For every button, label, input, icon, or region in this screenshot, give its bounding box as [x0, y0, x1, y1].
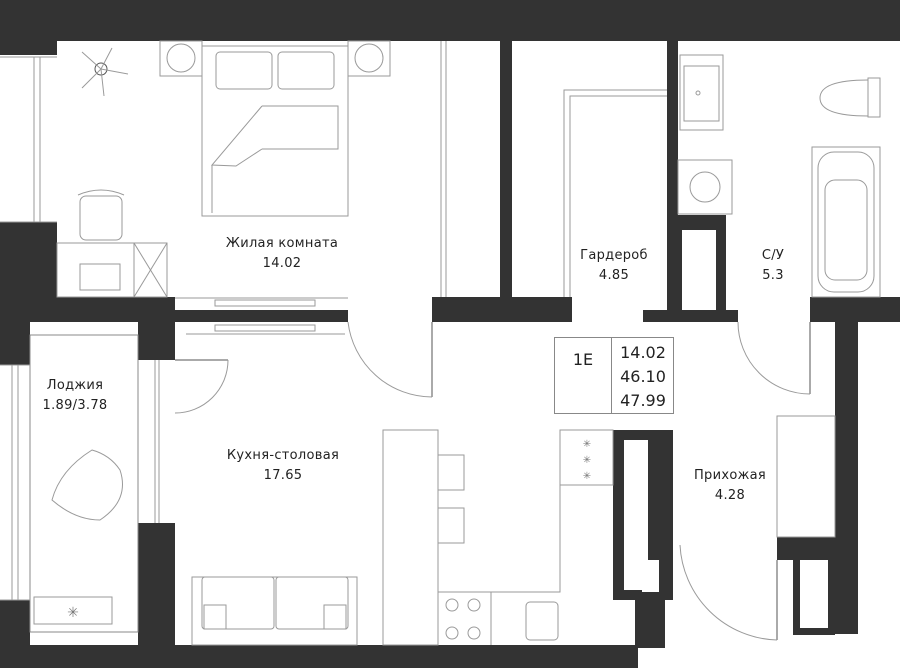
svg-text:✳: ✳: [583, 455, 591, 466]
room-name: Лоджия: [46, 378, 104, 393]
sofa: [191, 576, 358, 646]
room-area: 5.3: [762, 268, 784, 283]
room-label-hallway: Прихожая 4.28: [694, 466, 766, 506]
room-area: 1.89/3.78: [42, 398, 108, 413]
svg-text:✳: ✳: [583, 471, 591, 482]
room-name: Гардероб: [580, 248, 648, 263]
bedroom-door: [347, 321, 433, 398]
summary-divider: [611, 338, 612, 413]
room-area: 4.28: [714, 488, 746, 503]
apartment-summary-box: 1E 14.02 46.10 47.99: [554, 337, 674, 414]
room-name: С/У: [761, 248, 785, 263]
room-area: 17.65: [263, 468, 303, 483]
loggia-door: [154, 359, 229, 523]
hallway-closet: [776, 415, 836, 538]
sink: [679, 54, 724, 131]
bed: [201, 45, 349, 217]
tv: [175, 297, 348, 335]
apartment-type: 1E: [572, 350, 594, 369]
nightstands: [159, 40, 391, 77]
bathtub: [811, 146, 881, 298]
total-area-with-loggia: 47.99: [620, 391, 666, 410]
room-name: Прихожая: [693, 468, 767, 483]
toilet: [819, 77, 881, 118]
window-loggia: [0, 364, 30, 601]
svg-text:✳: ✳: [67, 605, 79, 621]
room-label-bathroom: С/У 5.3: [762, 246, 784, 286]
wardrobe-bedroom: [440, 41, 447, 297]
room-label-living: Жилая комната 14.02: [226, 234, 338, 274]
kitchen-island: [382, 429, 465, 646]
loggia-furniture: ✳: [33, 449, 123, 625]
plant: [81, 47, 129, 97]
room-name: Жилая комната: [225, 236, 339, 251]
washing-machine: [677, 159, 733, 215]
room-area: 4.85: [598, 268, 630, 283]
room-label-kitchen: Кухня-столовая 17.65: [227, 446, 339, 486]
total-area: 46.10: [620, 367, 666, 386]
window-bedroom: [0, 56, 57, 223]
room-label-loggia: Лоджия 1.89/3.78: [43, 376, 108, 416]
living-area: 14.02: [620, 343, 666, 362]
desk-and-chair: [56, 189, 168, 298]
bathroom-door: [737, 321, 811, 395]
svg-text:✳: ✳: [583, 439, 591, 450]
room-area: 14.02: [262, 256, 302, 271]
room-label-wardrobe: Гардероб 4.85: [580, 246, 648, 286]
room-name: Кухня-столовая: [226, 448, 340, 463]
wardrobe-shelves: [563, 89, 667, 297]
kitchen-counter: ✳ ✳ ✳: [437, 429, 614, 645]
entrance-door: [679, 544, 778, 641]
summary-values: 14.02 46.10 47.99: [615, 341, 671, 413]
